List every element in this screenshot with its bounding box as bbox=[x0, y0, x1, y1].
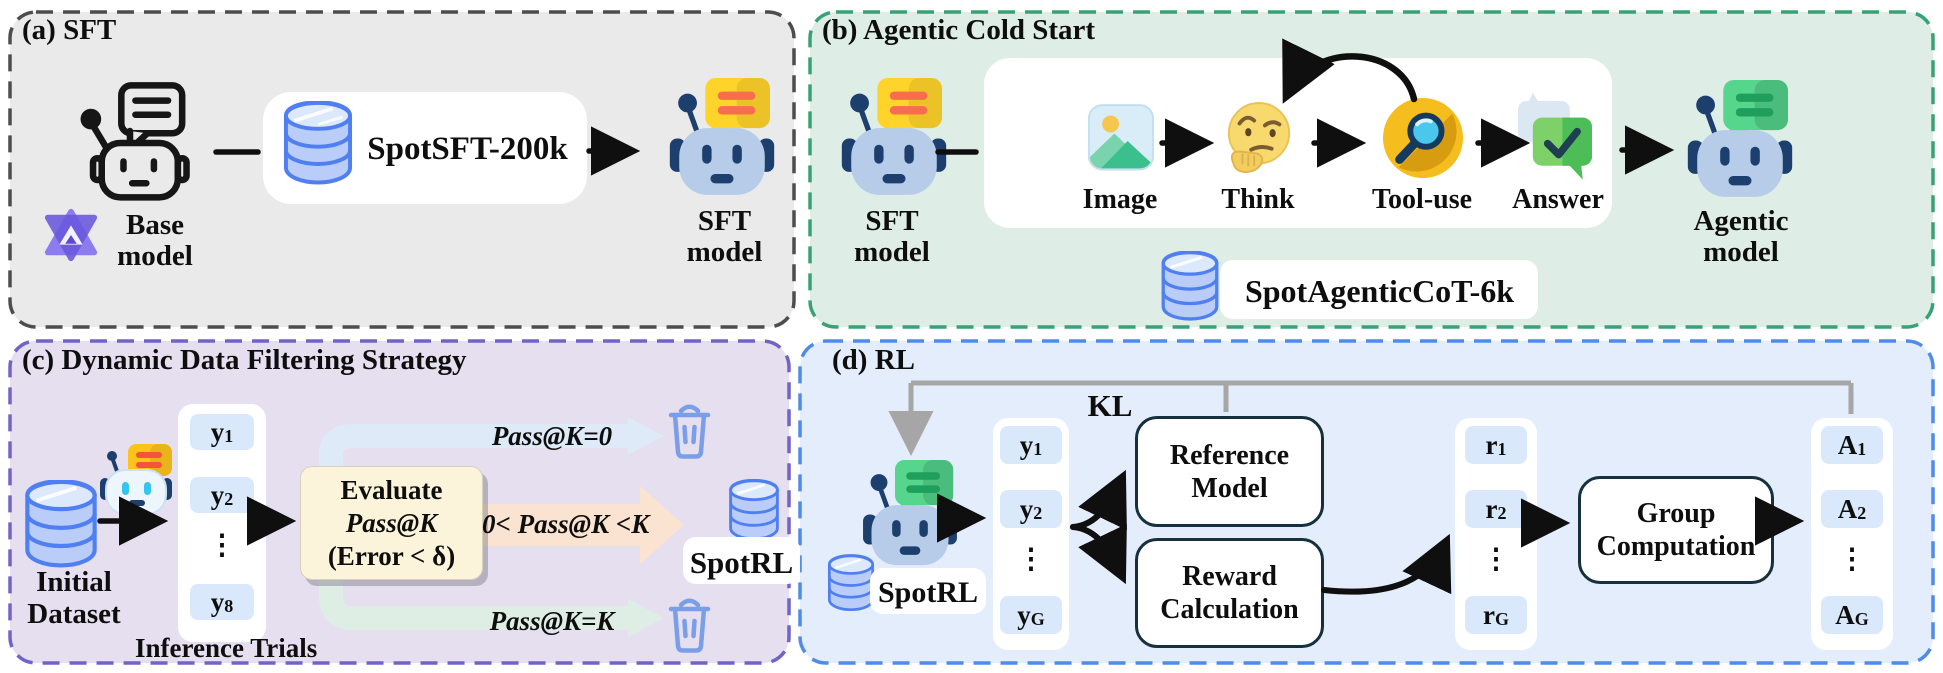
base-model-label: Base model bbox=[117, 209, 193, 272]
spotsft-database-icon bbox=[283, 101, 353, 185]
spotrl-database-icon-d bbox=[828, 554, 874, 612]
answer-icon bbox=[1518, 92, 1592, 180]
rollout-item-dots: ⋮ bbox=[1017, 544, 1045, 575]
sft-model-robot-icon-b bbox=[841, 78, 947, 195]
agentic-model-label: Agentic model bbox=[1693, 205, 1789, 268]
sft-model-label: SFT model bbox=[686, 205, 763, 268]
spotrl-label-box-d bbox=[870, 568, 986, 614]
policy-robot-icon-small bbox=[100, 444, 172, 515]
panel-filtering-title: (c) Dynamic Data Filtering Strategy bbox=[22, 344, 467, 376]
spotrl-label-c: SpotRL bbox=[689, 545, 794, 580]
inference-trials-caption: Inference Trials bbox=[135, 633, 318, 663]
initial-dataset-label: Initial Dataset bbox=[27, 566, 121, 630]
base-model-robot-icon bbox=[80, 82, 190, 201]
panel-sft-title: (a) SFT bbox=[22, 14, 117, 46]
group-computation-box: Group Computation bbox=[1578, 476, 1774, 584]
kl-label: KL bbox=[1087, 388, 1133, 423]
sft-model-robot-icon bbox=[669, 78, 775, 195]
panel-agentic-title: (b) Agentic Cold Start bbox=[822, 14, 1096, 46]
image-icon bbox=[1088, 104, 1154, 171]
step-answer-label: Answer bbox=[1512, 184, 1604, 215]
reward-calculation-box: Reward Calculation bbox=[1135, 538, 1324, 648]
trash-icon-top bbox=[668, 404, 711, 459]
spotagenticcot-dataset-box bbox=[1220, 260, 1538, 319]
branch-label-bottom: Pass@K=K bbox=[489, 606, 615, 636]
sft-model-label-b: SFT model bbox=[854, 205, 930, 268]
agentic-model-robot-icon bbox=[1687, 80, 1793, 197]
panel-rl-title: (d) RL bbox=[832, 344, 915, 376]
policy-robot-icon-d bbox=[863, 460, 957, 566]
spotsft-dataset-label: SpotSFT-200k bbox=[367, 131, 568, 167]
trash-icon-bottom bbox=[668, 598, 711, 653]
branch-label-top: Pass@K=0 bbox=[491, 421, 613, 451]
evaluate-box: Evaluate Pass@K (Error < δ) bbox=[300, 466, 483, 580]
step-think-label: Think bbox=[1221, 184, 1295, 215]
spotrl-label-d: SpotRL bbox=[877, 576, 979, 609]
spotagenticcot-database-icon bbox=[1161, 251, 1219, 321]
spotagenticcot-dataset-label: SpotAgenticCoT-6k bbox=[1244, 273, 1515, 309]
reward-item-dots: ⋮ bbox=[1482, 544, 1510, 575]
tool-use-icon bbox=[1382, 97, 1464, 179]
think-icon bbox=[1227, 102, 1291, 174]
spotrl-database-icon-c bbox=[729, 479, 779, 541]
trial-item-dots: ⋮ bbox=[208, 530, 236, 561]
spotrl-label-box-c bbox=[683, 537, 800, 584]
branch-label-middle: 0< Pass@K <K bbox=[482, 509, 650, 539]
base-model-logo-icon bbox=[44, 208, 98, 262]
advantage-item-dots: ⋮ bbox=[1838, 544, 1866, 575]
step-image-label: Image bbox=[1082, 184, 1158, 215]
initial-dataset-database-icon bbox=[25, 480, 97, 568]
step-tool-use-label: Tool-use bbox=[1371, 184, 1473, 215]
reference-model-box: Reference Model bbox=[1135, 416, 1324, 527]
